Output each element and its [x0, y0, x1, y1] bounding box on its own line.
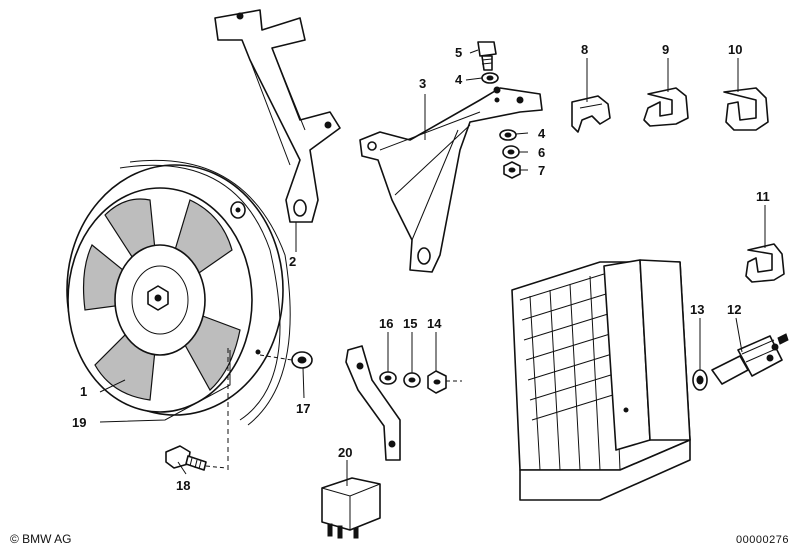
lock-washer-part-6[interactable] [502, 145, 520, 159]
nut-part-7[interactable] [503, 161, 521, 179]
nut-part-14[interactable] [427, 370, 462, 394]
bolt-part-18[interactable] [165, 445, 227, 471]
callout-4-lower: 4 [538, 126, 546, 141]
radiator [511, 259, 691, 501]
bracket-part-3[interactable] [359, 86, 543, 273]
washer-part-16[interactable] [379, 371, 397, 385]
document-number: 00000276 [736, 534, 789, 546]
lock-washer-part-15[interactable] [403, 372, 421, 388]
clip-part-11[interactable] [745, 243, 785, 283]
strap-bracket[interactable] [345, 345, 401, 461]
callout-14: 14 [427, 316, 442, 331]
callout-8: 8 [581, 42, 588, 57]
washer-part-13[interactable] [692, 369, 708, 391]
fan-assembly-part-1[interactable] [66, 159, 291, 470]
callout-12: 12 [727, 302, 741, 317]
clip-part-8[interactable] [571, 95, 611, 133]
washer-part-4-lower[interactable] [499, 129, 517, 141]
callout-5: 5 [455, 45, 462, 60]
callout-numbers: 2 3 5 4 4 6 7 8 9 10 11 12 13 14 15 16 1… [72, 42, 770, 493]
clip-part-10[interactable] [723, 87, 769, 131]
callout-19: 19 [72, 415, 86, 430]
copyright-text: © BMW AG [10, 532, 72, 546]
bracket-part-2[interactable] [214, 9, 341, 223]
callout-18: 18 [176, 478, 190, 493]
callout-7: 7 [538, 163, 545, 178]
callout-16: 16 [379, 316, 393, 331]
callout-20: 20 [338, 445, 352, 460]
leader-lines [99, 49, 766, 486]
callout-4-upper: 4 [455, 72, 463, 87]
callout-11: 11 [756, 189, 770, 204]
callout-2: 2 [289, 254, 296, 269]
callout-1: 1 [80, 384, 87, 399]
relay-part-20[interactable] [321, 477, 381, 539]
temperature-switch-part-12[interactable] [711, 333, 789, 385]
clip-part-9[interactable] [643, 87, 689, 127]
washer-part-4-upper[interactable] [481, 72, 499, 84]
callout-6: 6 [538, 145, 545, 160]
grommet-part-17[interactable] [259, 351, 313, 369]
callout-9: 9 [662, 42, 669, 57]
callout-10: 10 [728, 42, 742, 57]
bolt-part-5[interactable] [477, 41, 497, 71]
callout-15: 15 [403, 316, 417, 331]
callout-13: 13 [690, 302, 704, 317]
callout-3: 3 [419, 76, 426, 91]
callout-17: 17 [296, 401, 310, 416]
